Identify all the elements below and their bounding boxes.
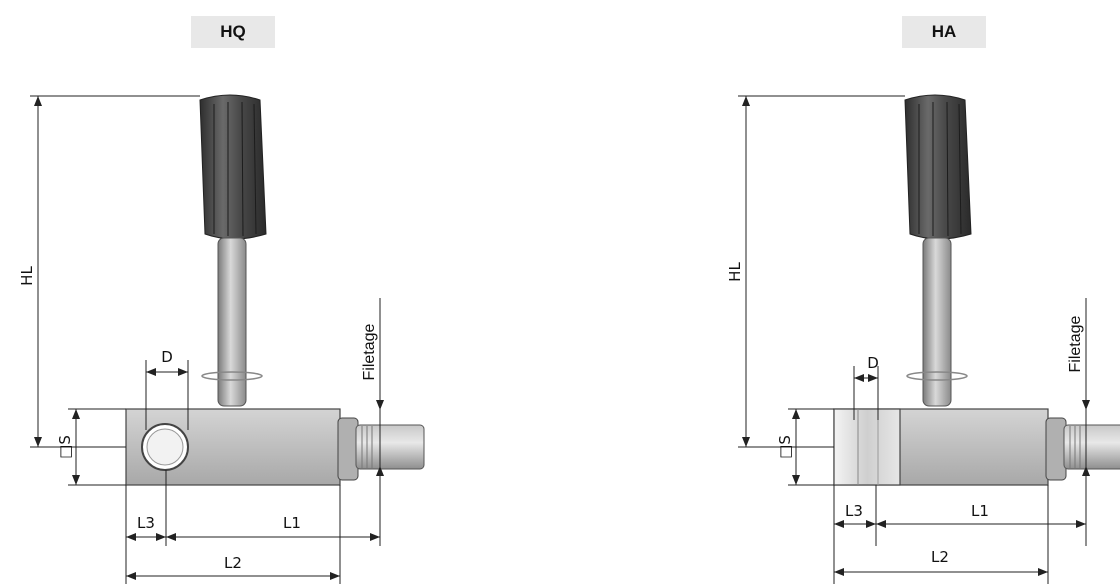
hl-label: HL bbox=[18, 266, 36, 286]
shaft-ring bbox=[201, 371, 263, 381]
hex-nut bbox=[1045, 417, 1067, 481]
l3-label: L3 bbox=[845, 502, 863, 520]
hq-drawing: HL □S D Filetage L3 L1 L2 bbox=[18, 94, 425, 584]
d-label: D bbox=[867, 354, 879, 372]
diagram-ha: HA bbox=[560, 0, 1120, 588]
l3-label: L3 bbox=[137, 514, 155, 532]
hex-nut bbox=[337, 417, 359, 481]
hl-label: HL bbox=[726, 262, 744, 282]
diagram-tag: HA bbox=[902, 16, 986, 48]
ha-drawing: HL □S D Filetage L3 L1 L2 bbox=[726, 94, 1120, 584]
shaft-ring bbox=[906, 371, 968, 381]
filetage-label: Filetage bbox=[361, 323, 378, 380]
s-label: □S bbox=[776, 435, 794, 459]
knob-handle bbox=[904, 94, 972, 240]
threaded-rod bbox=[1063, 424, 1120, 470]
d-label: D bbox=[161, 348, 173, 366]
shaft bbox=[922, 237, 952, 407]
l2-label: L2 bbox=[931, 548, 949, 566]
l1-label: L1 bbox=[283, 514, 301, 532]
l1-label: L1 bbox=[971, 502, 989, 520]
jaw-slot bbox=[833, 408, 901, 486]
shaft bbox=[217, 237, 247, 407]
s-label: □S bbox=[56, 435, 74, 459]
filetage-label: Filetage bbox=[1067, 315, 1084, 372]
diagram-tag: HQ bbox=[191, 16, 275, 48]
diagram-hq: HQ bbox=[18, 16, 425, 584]
knob-handle bbox=[199, 94, 267, 240]
threaded-rod bbox=[355, 424, 425, 470]
l2-label: L2 bbox=[224, 554, 242, 572]
